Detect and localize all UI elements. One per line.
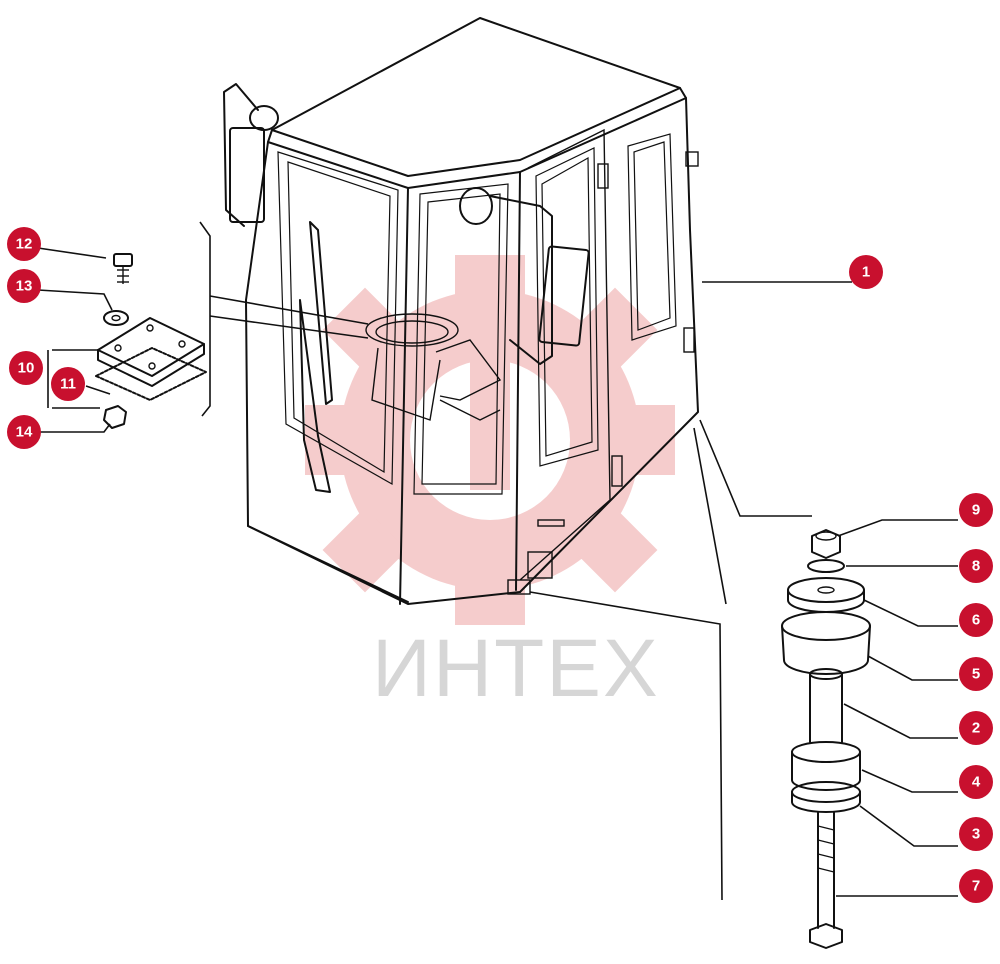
callout-2: 2 (959, 711, 993, 745)
callout-12: 12 (7, 227, 41, 261)
callout-6: 6 (959, 603, 993, 637)
svg-text:13: 13 (16, 278, 33, 295)
svg-text:11: 11 (60, 376, 76, 393)
svg-text:8: 8 (972, 558, 980, 575)
svg-text:1: 1 (862, 264, 870, 281)
cab-assembly (223, 17, 699, 605)
callout-8: 8 (959, 549, 993, 583)
svg-text:9: 9 (972, 502, 980, 519)
cover-plate-assembly (37, 247, 207, 433)
callout-9: 9 (959, 493, 993, 527)
svg-text:12: 12 (16, 236, 33, 253)
callout-14: 14 (7, 415, 41, 449)
svg-text:6: 6 (972, 612, 980, 629)
callout-4: 4 (959, 765, 993, 799)
callout-7: 7 (959, 869, 993, 903)
callout-1: 1 (849, 255, 883, 289)
svg-text:14: 14 (16, 424, 33, 441)
callout-5: 5 (959, 657, 993, 691)
callout-3: 3 (959, 817, 993, 851)
svg-text:5: 5 (972, 666, 980, 683)
watermark-gear (305, 255, 675, 625)
mount-assembly (781, 519, 958, 949)
svg-text:4: 4 (972, 774, 981, 791)
callout-13: 13 (7, 269, 41, 303)
watermark-text: ИНТЕХ (372, 623, 660, 714)
cab-leaders (199, 221, 852, 901)
callout-10: 10 (9, 351, 43, 385)
svg-text:2: 2 (972, 720, 980, 737)
callout-11: 11 (51, 367, 85, 401)
svg-text:7: 7 (972, 878, 980, 895)
svg-text:10: 10 (18, 360, 35, 377)
svg-text:3: 3 (972, 826, 980, 843)
